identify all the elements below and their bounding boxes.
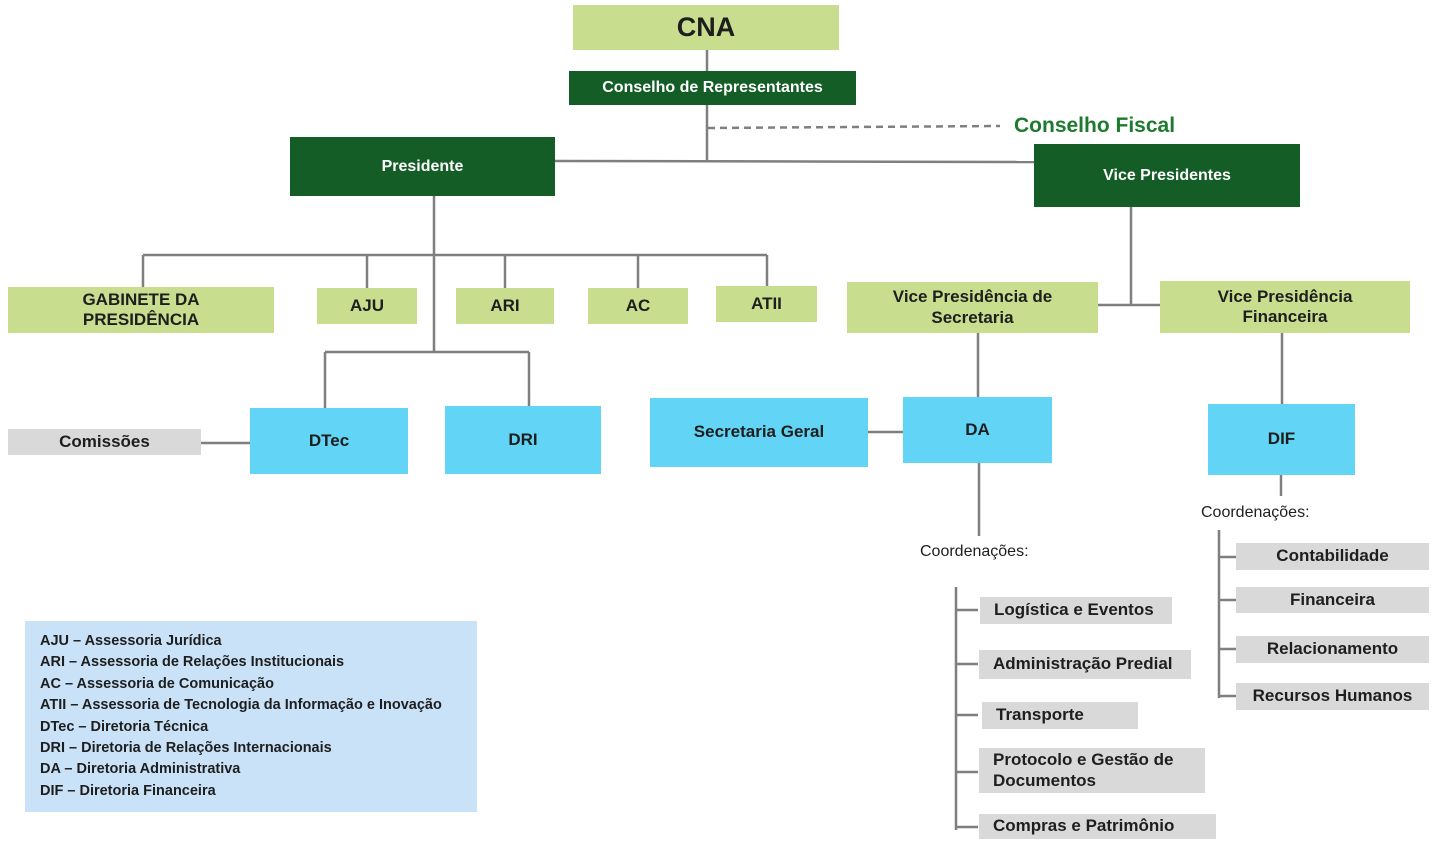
node-vice-presidentes: Vice Presidentes xyxy=(1034,144,1300,207)
node-conselho-fiscal: Conselho Fiscal xyxy=(1014,114,1176,137)
da-coordenacoes-heading: Coordenações: xyxy=(920,543,1029,560)
node-cna: CNA xyxy=(573,5,839,50)
dif-coord-item: Financeira xyxy=(1236,587,1429,613)
legend-item: DTec – Diretoria Técnica xyxy=(40,718,209,735)
node-vp-financeira: Vice Presidência Financeira xyxy=(1160,281,1410,333)
legend-item: AC – Assessoria de Comunicação xyxy=(40,675,274,692)
da-coord-item: Administração Predial xyxy=(979,650,1191,679)
legend-item: ARI – Assessoria de Relações Institucion… xyxy=(40,654,345,671)
legend-item: DRI – Diretoria de Relações Internaciona… xyxy=(40,740,332,757)
node-conselho-representantes: Conselho de Representantes xyxy=(569,71,856,105)
legend-item: DA – Diretoria Administrativa xyxy=(40,761,241,778)
legend-item: AJU – Assessoria Jurídica xyxy=(40,633,222,649)
node-comissoes: Comissões xyxy=(8,429,201,455)
node-gabinete: GABINETE DA PRESIDÊNCIA xyxy=(8,287,274,333)
dif-coord-item: Contabilidade xyxy=(1236,543,1429,570)
dif-coord-item: Recursos Humanos xyxy=(1236,683,1429,710)
node-secretaria-geral: Secretaria Geral xyxy=(650,398,868,467)
node-presidente: Presidente xyxy=(290,137,555,196)
legend-item: ATII – Assessoria de Tecnologia da Infor… xyxy=(40,697,442,714)
node-dri: DRI xyxy=(445,406,601,474)
node-atii: ATII xyxy=(716,286,817,322)
node-vp-secretaria: Vice Presidência de Secretaria xyxy=(847,282,1098,333)
node-dtec: DTec xyxy=(250,408,408,474)
node-aju: AJU xyxy=(317,288,417,324)
dif-coord-item: Relacionamento xyxy=(1236,636,1429,663)
acronym-legend: AJU – Assessoria Jurídica ARI – Assessor… xyxy=(25,621,477,812)
node-vp-financeira-label: Vice Presidência Financeira xyxy=(1217,286,1353,326)
node-dif: DIF xyxy=(1208,404,1355,475)
da-coord-item: Compras e Patrimônio xyxy=(979,814,1216,839)
node-da: DA xyxy=(903,397,1052,463)
da-coord-item: Logística e Eventos xyxy=(980,597,1172,624)
da-coord-item: Transporte xyxy=(982,702,1138,729)
da-coord-item: Protocolo e Gestão de Documentos xyxy=(979,748,1205,793)
da-coord-item-label: Protocolo e Gestão de Documentos xyxy=(993,750,1174,790)
node-ac: AC xyxy=(588,288,688,324)
node-vp-secretaria-label: Vice Presidência de Secretaria xyxy=(892,287,1053,327)
legend-item: DIF – Diretoria Financeira xyxy=(40,782,216,799)
dif-coordenacoes-heading: Coordenações: xyxy=(1201,504,1310,521)
node-ari: ARI xyxy=(456,288,554,324)
node-gabinete-label: GABINETE DA PRESIDÊNCIA xyxy=(82,289,200,329)
